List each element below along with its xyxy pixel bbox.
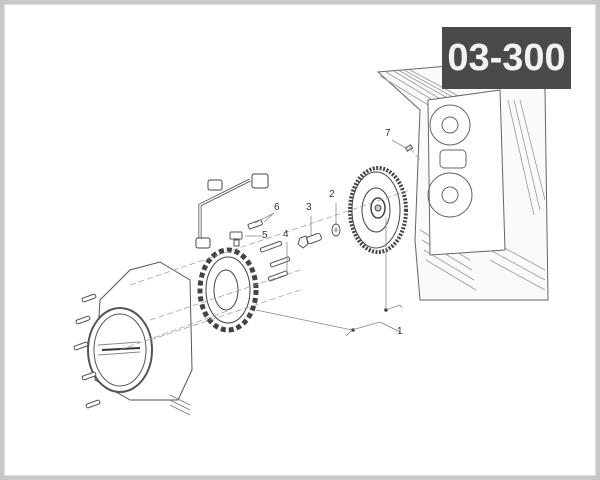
generator-cover-icon xyxy=(87,261,193,416)
callout-3: 3 xyxy=(306,202,312,213)
engine-block-icon xyxy=(376,59,549,301)
washer-part-2 xyxy=(331,223,341,237)
callout-4: 4 xyxy=(283,229,289,240)
rotor-flywheel-icon xyxy=(348,166,408,254)
callout-2: 2 xyxy=(329,189,335,200)
leader-lines xyxy=(245,139,407,337)
bolts-part-4 xyxy=(259,240,291,282)
cover-screws xyxy=(73,293,101,409)
assembly-lines xyxy=(119,147,421,351)
section-code-badge: 03-300 xyxy=(442,27,571,89)
callout-6: 6 xyxy=(274,202,280,213)
bolt-part-3 xyxy=(297,232,322,249)
callout-5: 5 xyxy=(262,230,268,241)
stator-icon xyxy=(195,173,269,333)
pin-part-7 xyxy=(404,144,414,152)
callout-7: 7 xyxy=(385,128,391,139)
connectors-part-5-6 xyxy=(229,219,263,247)
callout-1: 1 xyxy=(397,326,403,337)
